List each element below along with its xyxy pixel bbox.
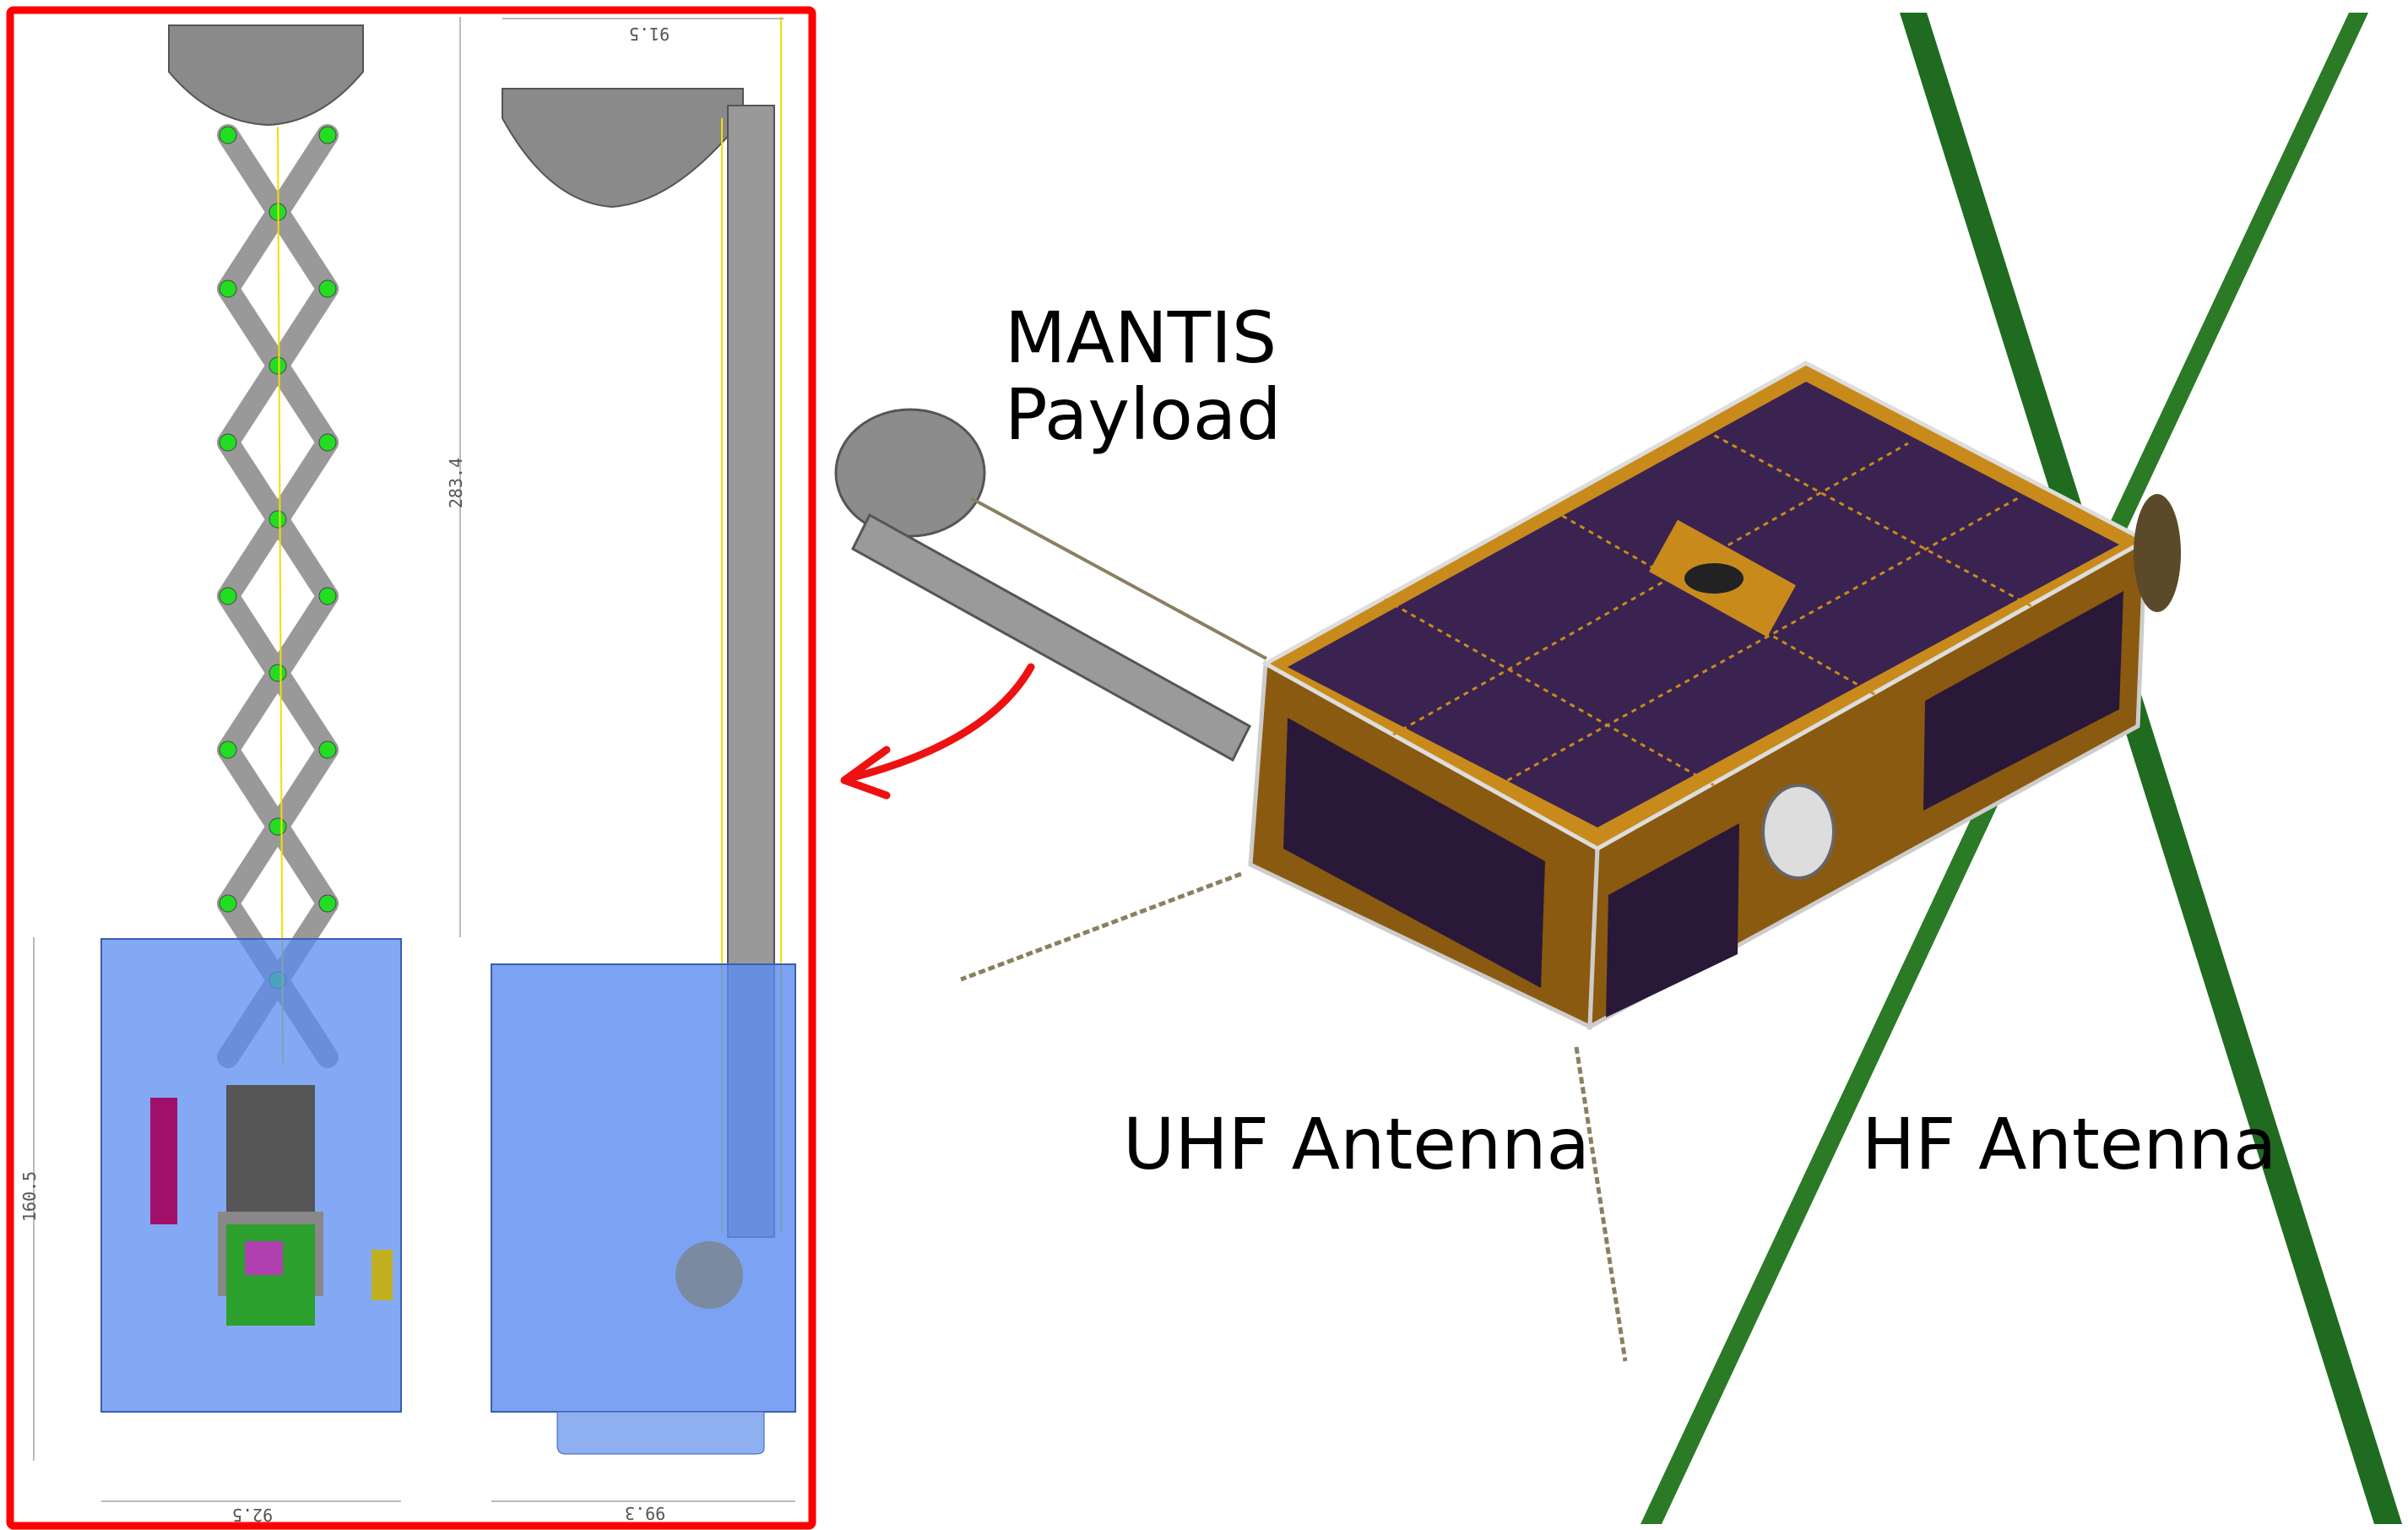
scissor-link — [267, 585, 339, 684]
pivot-pin — [219, 894, 237, 913]
uhf-antenna-elements — [960, 871, 1628, 1362]
scissor-link — [267, 662, 339, 761]
pivot-pin — [268, 664, 287, 682]
highlight-frame — [6, 6, 816, 1530]
pivot-pin — [219, 433, 237, 452]
scissor-link — [217, 355, 289, 453]
dimension-top-width: 91.5 — [629, 24, 670, 44]
lens-opening — [1761, 784, 1836, 880]
mantis-payload-deployed — [834, 408, 1267, 762]
hf-antenna-rod — [1900, 13, 2402, 1524]
scissor-link — [267, 508, 339, 607]
dimension-front-width: 92.5 — [232, 1505, 274, 1525]
scissor-link — [217, 278, 289, 377]
dimension-side-width: 99.3 — [625, 1503, 666, 1523]
scissor-link — [217, 124, 289, 223]
scissor-link — [217, 585, 289, 684]
pivot-pin — [219, 741, 237, 759]
scissor-arm — [217, 124, 339, 1068]
hf-antenna-label: HF Antenna — [1862, 1103, 2277, 1185]
pivot-pin — [318, 433, 337, 452]
scissor-link — [267, 739, 339, 838]
dimension-body-height: 160.5 — [19, 1170, 41, 1223]
pivot-pin — [318, 279, 337, 298]
pivot-pin — [219, 126, 237, 144]
scissor-link — [217, 201, 289, 300]
scissor-link — [267, 431, 339, 530]
scissor-link — [267, 201, 339, 300]
pivot-pin — [318, 126, 337, 144]
pivot-pin — [318, 587, 337, 605]
pivot-pin — [219, 587, 237, 605]
pivot-pin — [219, 279, 237, 298]
scissor-link — [217, 662, 289, 761]
cad-front-view — [33, 17, 461, 1502]
mantis-label-line2: Payload — [1005, 372, 1282, 456]
scissor-link — [267, 816, 339, 914]
scissor-link — [267, 355, 339, 453]
scissor-link — [217, 431, 289, 530]
dimension-arm-height: 283.4 — [446, 457, 467, 509]
cad-side-view — [491, 17, 796, 1502]
scissor-link — [267, 278, 339, 377]
payload-dome — [502, 88, 744, 209]
scissor-link — [217, 816, 289, 914]
uhf-antenna-label: UHF Antenna — [1123, 1103, 1590, 1185]
tether-line — [277, 126, 284, 1065]
pivot-pin — [318, 741, 337, 759]
cubesat-body — [1248, 361, 2181, 1031]
pivot-pin — [268, 817, 287, 836]
payload-dome — [834, 408, 986, 538]
mantis-label-line1: MANTIS — [1005, 296, 1277, 379]
pivot-pin — [318, 894, 337, 913]
deployed-scissor-arm — [851, 513, 1251, 762]
pivot-pin — [268, 510, 287, 529]
scissor-link — [217, 508, 289, 607]
deploy-arrow — [840, 663, 1035, 800]
transparent-body — [491, 963, 796, 1413]
pivot-pin — [268, 356, 287, 375]
aft-ring — [2134, 494, 2181, 612]
mantis-payload-label: MANTIS Payload — [1005, 300, 1282, 453]
scissor-link — [217, 739, 289, 838]
payload-dome — [168, 24, 364, 127]
scissor-link — [267, 124, 339, 223]
